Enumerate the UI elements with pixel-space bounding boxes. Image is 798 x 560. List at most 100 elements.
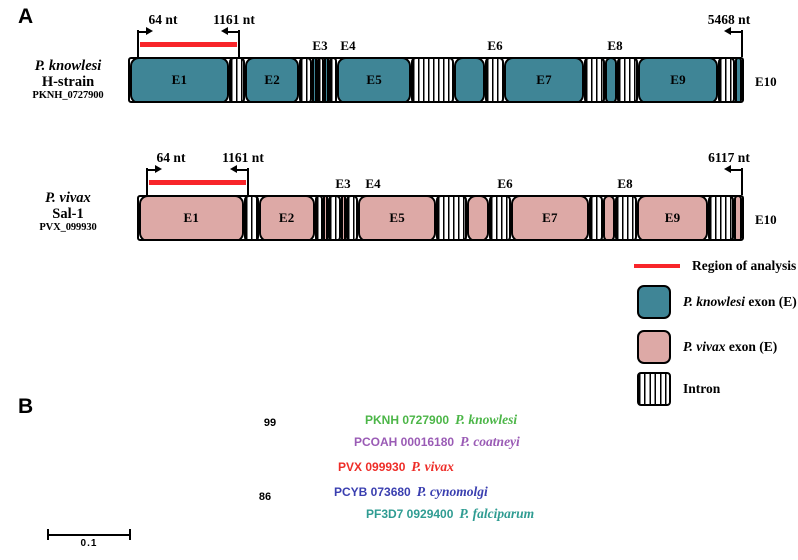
legend-item-knowlesi-exon: P. knowlesi exon (E)	[637, 285, 797, 319]
intron-segment-vivax	[314, 197, 323, 239]
knowlesi-exon-tag-e4: E4	[340, 38, 356, 53]
exon-label-e5-knowlesi: E5	[366, 72, 382, 87]
knowlesi-exon-tag-e3: E3	[312, 38, 328, 53]
vivax-exon-tag-e6: E6	[497, 176, 513, 191]
exon-segment-vivax	[322, 197, 328, 239]
scale-bar-line	[47, 534, 131, 536]
exon-segment-vivax	[340, 197, 346, 239]
vivax-total-arrow-stem	[731, 169, 742, 171]
taxon-accession-pf3d7: PF3D7 0929400	[366, 507, 454, 521]
exon-label-e9-vivax: E9	[664, 210, 681, 225]
legend-label-knowlesi-exon: P. knowlesi exon (E)	[683, 294, 797, 310]
knowlesi-end-arrow-stem	[228, 31, 239, 33]
vivax-start-nt-label: 64 nt	[156, 150, 186, 165]
exon-segment-knowlesi	[323, 59, 329, 101]
vivax-exon-tag-e8: E8	[617, 176, 633, 191]
legend-box-swatch-vivax-icon	[637, 330, 671, 364]
exon-e9-vivax: E9	[637, 197, 708, 239]
legend-item-vivax-exon: P. vivax exon (E)	[637, 330, 777, 364]
vivax-exon-tag-e3: E3	[335, 176, 351, 191]
intron-segment-knowlesi	[317, 59, 324, 101]
intron-segment-vivax	[707, 197, 734, 239]
exon-segment-knowlesi	[734, 59, 742, 101]
organism-label-vivax: P. vivax Sal-1 PVX_099930	[6, 190, 130, 234]
exon-label-e7-vivax: E7	[542, 210, 558, 225]
vivax-end-arrow-stem	[237, 169, 248, 171]
legend-label-intron: Intron	[683, 381, 721, 396]
exon-e2-knowlesi: E2	[245, 59, 299, 101]
exon-segment-vivax	[733, 197, 742, 239]
knowlesi-end-arrowhead-icon	[221, 27, 228, 35]
vivax-exon-tag-e4: E4	[365, 176, 381, 191]
legend-item-intron: Intron	[637, 372, 720, 406]
scale-bar-right-cap	[129, 529, 131, 540]
exon-e9-knowlesi: E9	[637, 59, 719, 101]
vivax-start-arrowhead-icon	[155, 165, 162, 173]
intron-segment-knowlesi	[228, 59, 246, 101]
knowlesi-start-arrowhead-icon	[146, 27, 153, 35]
bootstrap-value-99: 99	[263, 417, 277, 429]
legend-label-vivax-rest: exon (E)	[725, 339, 778, 354]
exon-segment-knowlesi	[604, 59, 618, 101]
knowlesi-total-tick	[741, 30, 743, 57]
bootstrap-value-86: 86	[258, 491, 272, 503]
taxon-species-pvx: P. vivax	[411, 459, 454, 474]
organism-strain-vivax: Sal-1	[52, 206, 84, 223]
intron-segment-vivax	[327, 197, 341, 239]
vivax-region-of-analysis-bar	[149, 180, 246, 185]
taxon-label-pf3d7: PF3D7 0929400 P. falciparum	[366, 506, 534, 522]
organism-label-knowlesi: P. knowlesi H-strain PKNH_0727900	[6, 58, 130, 102]
organism-accession-knowlesi: PKNH_0727900	[32, 90, 104, 102]
knowlesi-end-tick	[238, 30, 240, 57]
intron-segment-knowlesi	[485, 59, 504, 101]
legend-label-vivax-exon: P. vivax exon (E)	[683, 339, 777, 355]
intron-segment-vivax	[488, 197, 511, 239]
panel-a-letter: A	[18, 5, 34, 28]
legend-label-knowlesi-species: P. knowlesi	[683, 294, 746, 309]
knowlesi-start-nt-label: 64 nt	[148, 12, 178, 27]
legend-line-swatch-icon	[634, 264, 680, 268]
scale-bar-label: 0.1	[80, 538, 98, 549]
knowlesi-start-tick	[137, 30, 139, 57]
vivax-total-nt-label: 6117 nt	[708, 150, 750, 165]
exon-label-e7-knowlesi: E7	[536, 72, 552, 87]
intron-segment-vivax	[589, 197, 604, 239]
exon-label-e5-vivax: E5	[389, 210, 405, 225]
vivax-end-tick	[247, 168, 249, 195]
taxon-species-pf3d7: P. falciparum	[459, 506, 535, 521]
intron-segment-knowlesi	[328, 59, 338, 101]
organism-species-knowlesi: P. knowlesi	[34, 58, 102, 74]
intron-segment-vivax	[243, 197, 259, 239]
vivax-end-arrowhead-icon	[230, 165, 237, 173]
legend-box-swatch-intron-icon	[637, 372, 671, 406]
exon-segment-vivax	[466, 197, 489, 239]
knowlesi-exon-tag-e8: E8	[607, 38, 623, 53]
intron-segment-knowlesi	[617, 59, 638, 101]
exon-label-e1-vivax: E1	[183, 210, 200, 225]
gene-track-vivax: E1 E2 E5 E7 E9	[137, 195, 744, 241]
exon-e5-knowlesi: E5	[337, 59, 412, 101]
taxon-accession-pcyb: PCYB 073680	[334, 485, 411, 499]
taxon-species-pcoah: P. coatneyi	[460, 434, 520, 449]
exon-label-e2-knowlesi: E2	[264, 72, 280, 87]
legend-item-region-of-analysis: Region of analysis	[634, 258, 796, 274]
taxon-label-pcoah: PCOAH 00016180 P. coatneyi	[354, 434, 520, 450]
vivax-total-tick	[741, 168, 743, 195]
knowlesi-total-arrowhead-icon	[724, 27, 731, 35]
knowlesi-total-nt-label: 5468 nt	[707, 12, 751, 27]
organism-accession-vivax: PVX_099930	[39, 222, 97, 234]
exon-e1-vivax: E1	[139, 197, 244, 239]
vivax-exon-tag-e10: E10	[755, 212, 777, 227]
exon-e5-vivax: E5	[358, 197, 437, 239]
taxon-accession-pcoah: PCOAH 00016180	[354, 435, 455, 449]
intron-segment-vivax	[436, 197, 467, 239]
exon-label-e2-vivax: E2	[278, 210, 295, 225]
intron-segment-knowlesi	[718, 59, 735, 101]
exon-e2-vivax: E2	[258, 197, 315, 239]
intron-segment-knowlesi	[584, 59, 605, 101]
vivax-start-tick	[146, 168, 148, 195]
